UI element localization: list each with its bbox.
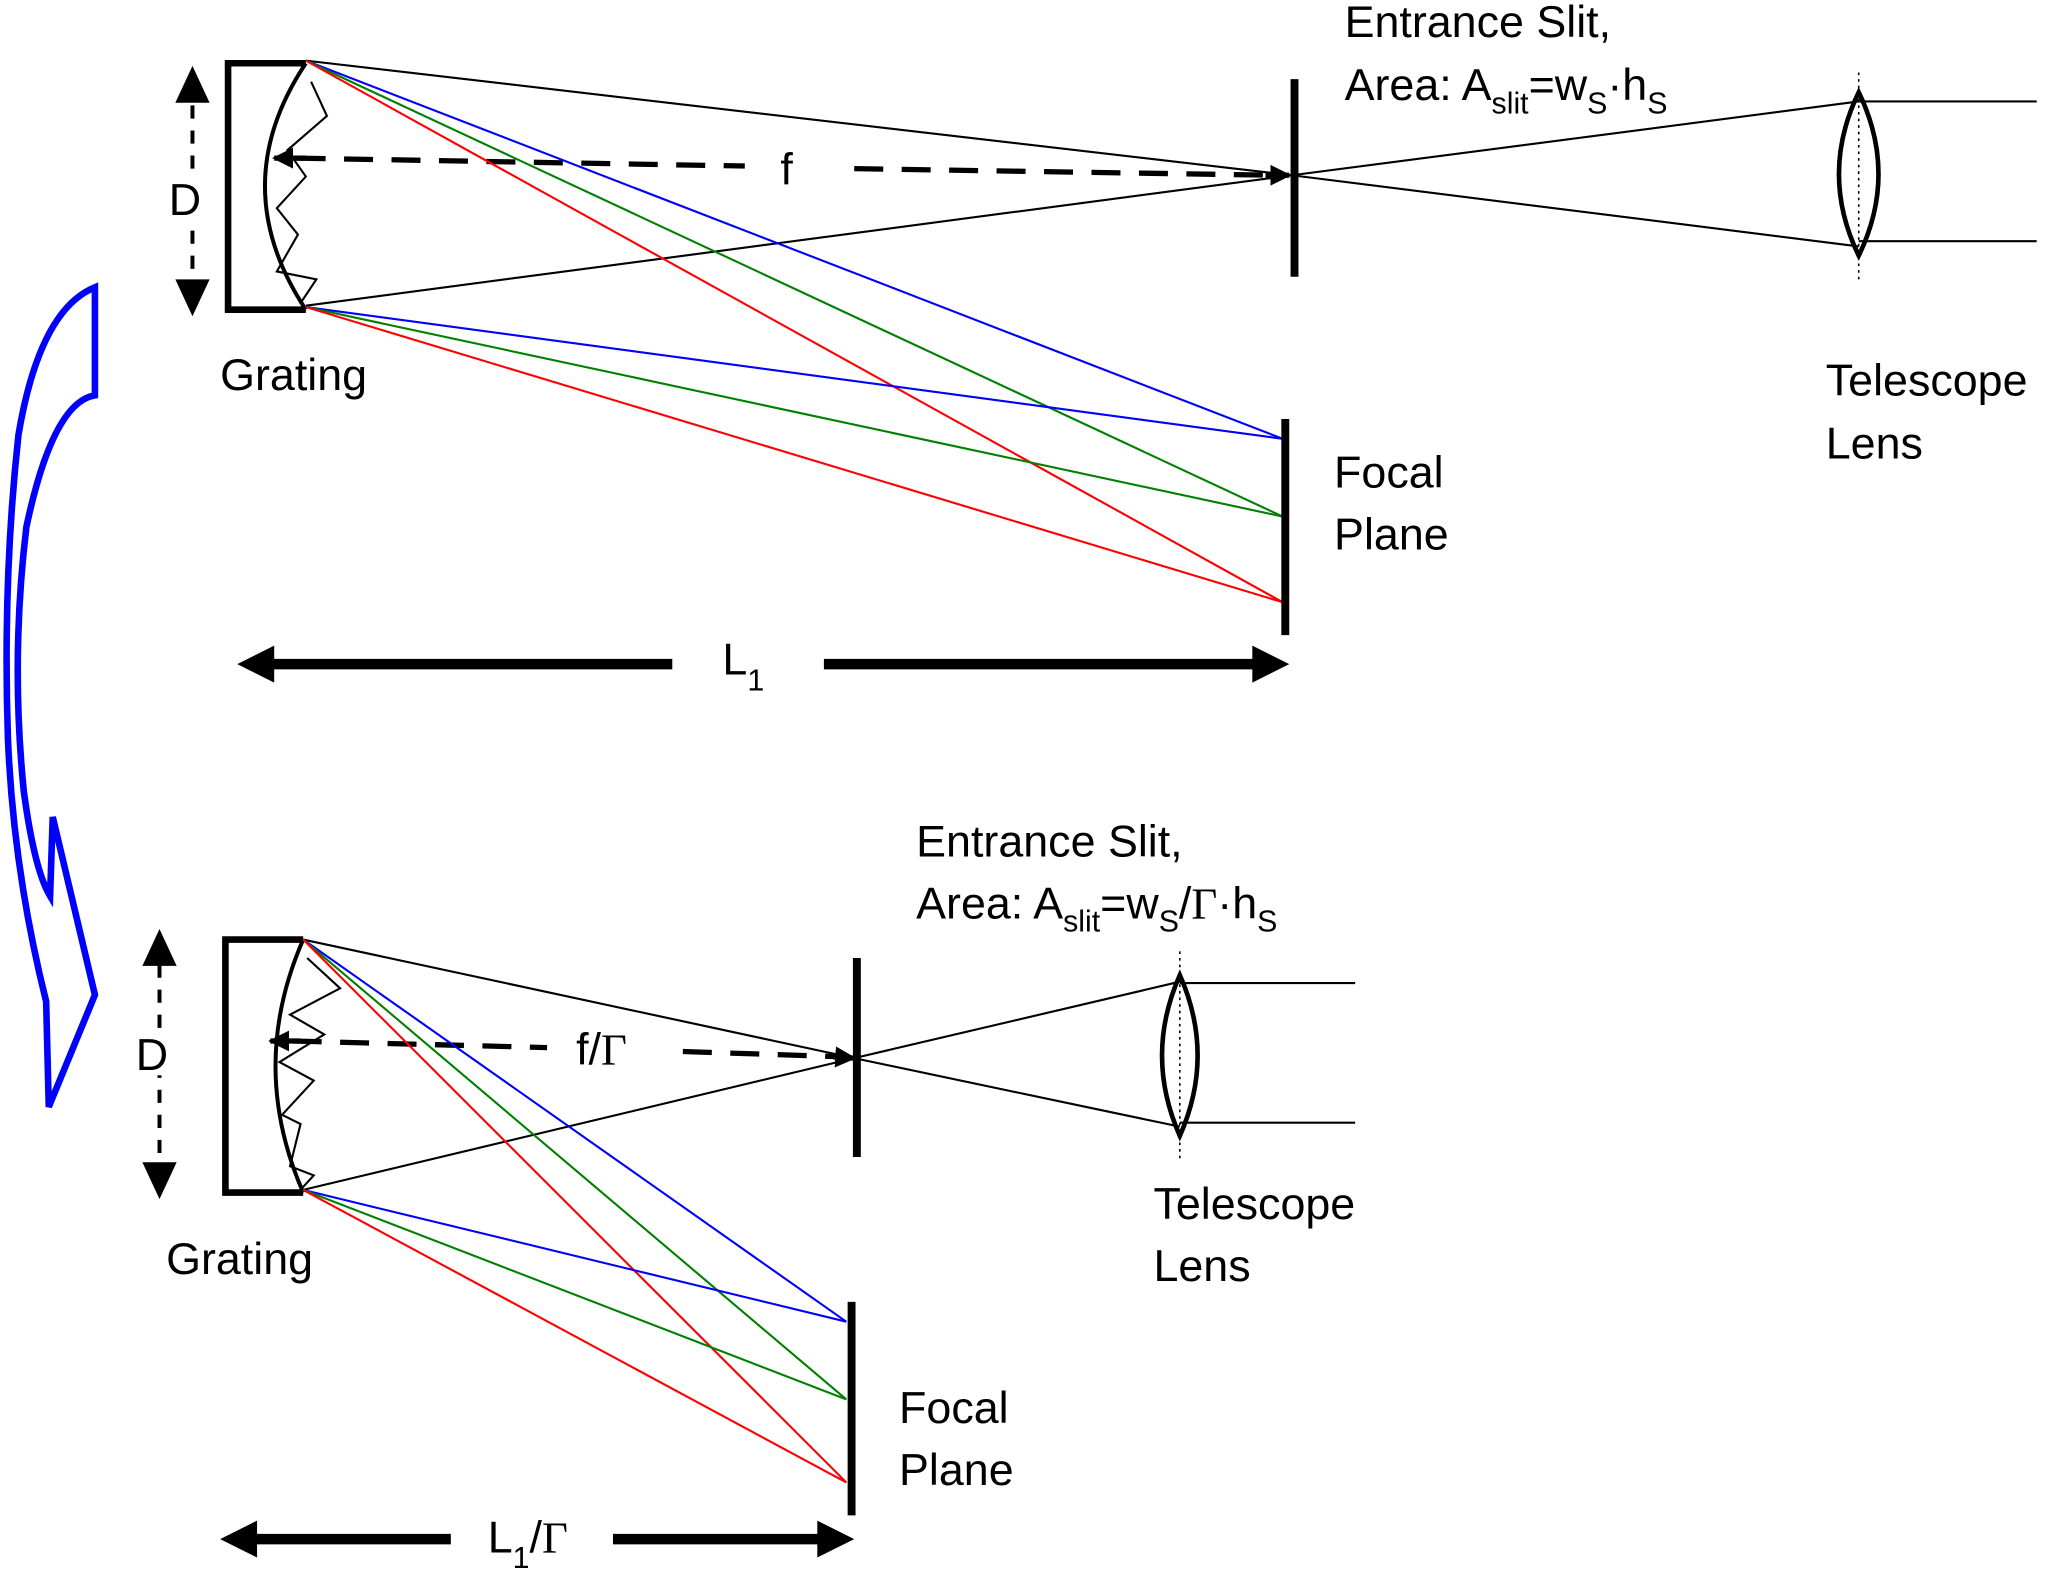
bottom-focal-length-label: f/Γ: [576, 1025, 627, 1075]
ray-blue: [302, 938, 847, 1323]
grating-mount: [224, 59, 306, 313]
top-slit-area-formula: Area: Aslit=wS·hS: [1345, 60, 1668, 120]
top-length-arrow: [237, 645, 1290, 683]
top-slit-title: Entrance Slit,: [1345, 0, 1611, 47]
top-telescope-lens: [1836, 86, 1881, 261]
bottom-telescope-label-1: Telescope: [1153, 1179, 1355, 1229]
ray-red: [302, 1188, 847, 1484]
top-telescope-label-2: Lens: [1826, 419, 1923, 469]
bottom-focal-plane-label-2: Plane: [899, 1445, 1014, 1495]
scale-down-transform-arrow: [3, 282, 99, 1109]
top-focal-length-label: f: [780, 144, 793, 194]
ray-green: [302, 938, 847, 1401]
ray-green: [305, 59, 1284, 518]
ray-green: [305, 305, 1283, 518]
top-ray-slit-to-grating-bottom: [305, 174, 1293, 307]
top-focal-plane-label-2: Plane: [1334, 509, 1449, 559]
ray-red: [302, 938, 848, 1484]
top-focal-plane-label-1: Focal: [1334, 448, 1444, 498]
bottom-aperture-arrow: [142, 928, 177, 1200]
bottom-grating-label: Grating: [166, 1234, 313, 1284]
top-grating: [224, 59, 329, 313]
bottom-length-label: L1/Γ: [488, 1512, 568, 1575]
grating-surface: [263, 62, 308, 311]
top-aperture-label: D: [169, 175, 201, 225]
bottom-slit-title: Entrance Slit,: [916, 817, 1182, 867]
bottom-length-arrow: [220, 1520, 855, 1558]
ray-green: [302, 1188, 847, 1401]
top-grating-label: Grating: [220, 350, 367, 400]
top-ray-slit-to-grating-top: [305, 59, 1292, 177]
top-configuration: D f: [166, 0, 2037, 697]
bottom-focal-plane-label-1: Focal: [899, 1383, 1009, 1433]
bottom-aperture-label: D: [136, 1030, 168, 1080]
bottom-focal-length-arrow: [268, 1030, 857, 1068]
ray-blue: [305, 305, 1283, 440]
top-telescope-label-1: Telescope: [1826, 355, 2028, 405]
ray-red: [305, 306, 1283, 604]
bottom-grating: [222, 936, 342, 1196]
grating-blaze-teeth: [277, 957, 342, 1194]
grating-mount: [222, 936, 304, 1196]
grating-surface: [273, 938, 306, 1194]
ray-blue: [305, 59, 1284, 440]
bottom-slit-area-formula: Area: Aslit=wS/Γ·hS: [916, 878, 1277, 938]
ray-red: [305, 59, 1284, 604]
grating-blaze-teeth: [275, 81, 329, 304]
bottom-configuration: D f/Γ L1/Γ Grating E: [133, 817, 1355, 1575]
ray-blue: [302, 1188, 847, 1323]
top-length-label: L1: [722, 635, 764, 698]
bottom-telescope-label-2: Lens: [1153, 1241, 1250, 1291]
